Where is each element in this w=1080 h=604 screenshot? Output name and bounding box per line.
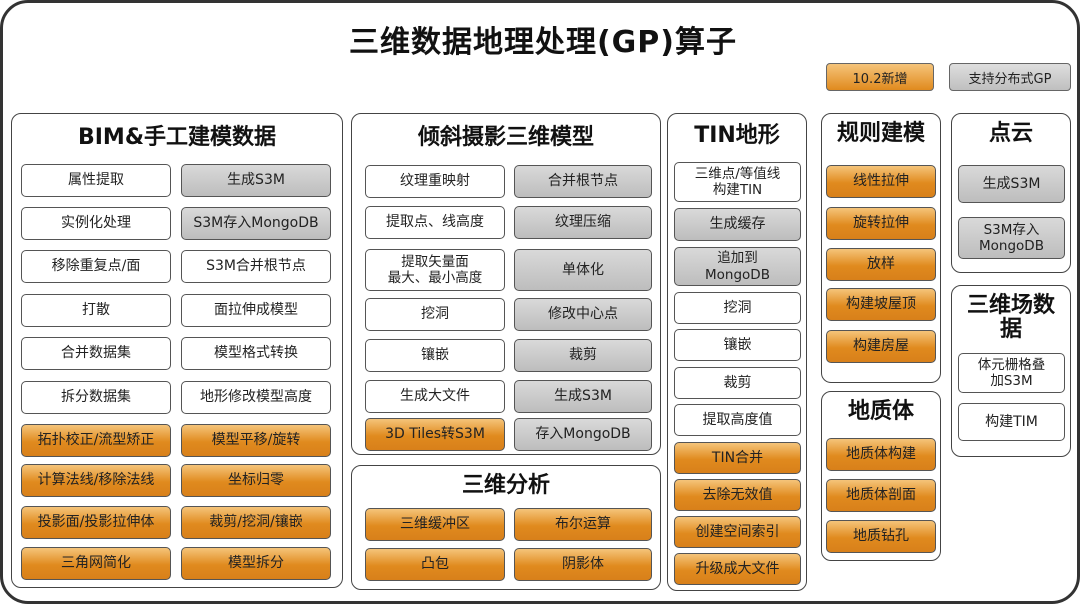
op-tin-merge[interactable]: TIN合并	[674, 442, 801, 474]
op-generate-s3m[interactable]: 生成S3M	[181, 164, 331, 197]
op-format-convert[interactable]: 模型格式转换	[181, 337, 331, 370]
op-build-tin[interactable]: 三维点/等值线 构建TIN	[674, 162, 801, 202]
op-geobody-build[interactable]: 地质体构建	[826, 438, 936, 471]
op-cloud-generate-s3m[interactable]: 生成S3M	[958, 165, 1065, 203]
op-create-spatial-index[interactable]: 创建空间索引	[674, 516, 801, 548]
op-modify-center[interactable]: 修改中心点	[514, 298, 652, 331]
op-geo-drill[interactable]: 地质钻孔	[826, 520, 936, 553]
op-build-tim[interactable]: 构建TIM	[958, 403, 1065, 441]
op-append-mongodb[interactable]: 追加到 MongoDB	[674, 247, 801, 286]
op-model-translate-rotate[interactable]: 模型平移/旋转	[181, 424, 331, 457]
op-linear-extrude[interactable]: 线性拉伸	[826, 165, 936, 198]
op-s3m-to-mongodb[interactable]: S3M存入MongoDB	[181, 207, 331, 240]
op-shadow-volume[interactable]: 阴影体	[514, 548, 652, 581]
op-oblique-dig-hole[interactable]: 挖洞	[365, 298, 505, 331]
op-s3m-merge-root[interactable]: S3M合并根节点	[181, 250, 331, 283]
op-remove-duplicate[interactable]: 移除重复点/面	[21, 250, 171, 283]
legend-distributed-gp: 支持分布式GP	[949, 63, 1071, 91]
op-convex-hull[interactable]: 凸包	[365, 548, 505, 581]
op-extract-height-value[interactable]: 提取高度值	[674, 404, 801, 436]
op-texture-remap[interactable]: 纹理重映射	[365, 165, 505, 198]
op-model-split[interactable]: 模型拆分	[181, 547, 331, 580]
op-texture-compress[interactable]: 纹理压缩	[514, 206, 652, 239]
panel-tin-title: TIN地形	[694, 123, 780, 148]
op-remove-invalid[interactable]: 去除无效值	[674, 479, 801, 511]
op-extract-point-line-height[interactable]: 提取点、线高度	[365, 206, 505, 239]
op-attribute-extract[interactable]: 属性提取	[21, 164, 171, 197]
op-boolean[interactable]: 布尔运算	[514, 508, 652, 541]
panel-geology-title: 地质体	[847, 399, 914, 424]
panel-cloud-title: 点云	[988, 121, 1033, 146]
op-loft[interactable]: 放样	[826, 248, 936, 281]
op-coordinate-zero[interactable]: 坐标归零	[181, 464, 331, 497]
legend-new-feature: 10.2新增	[826, 63, 934, 91]
op-projection-extrude[interactable]: 投影面/投影拉伸体	[21, 506, 171, 539]
op-clip-hole-inlay[interactable]: 裁剪/挖洞/镶嵌	[181, 506, 331, 539]
op-extrude-to-model[interactable]: 面拉伸成模型	[181, 294, 331, 327]
op-3dtiles-to-s3m[interactable]: 3D Tiles转S3M	[365, 418, 505, 451]
op-store-mongodb[interactable]: 存入MongoDB	[514, 418, 652, 451]
panel-rule-title: 规则建模	[836, 121, 925, 146]
op-explode[interactable]: 打散	[21, 294, 171, 327]
op-tin-dig-hole[interactable]: 挖洞	[674, 292, 801, 324]
op-build-slope-roof[interactable]: 构建坡屋顶	[826, 288, 936, 321]
op-upgrade-large-file[interactable]: 升级成大文件	[674, 553, 801, 585]
op-merge-dataset[interactable]: 合并数据集	[21, 337, 171, 370]
panel-oblique-title: 倾斜摄影三维模型	[417, 125, 594, 150]
op-monomer[interactable]: 单体化	[514, 249, 652, 291]
op-cloud-s3m-mongodb[interactable]: S3M存入 MongoDB	[958, 217, 1065, 259]
op-3d-buffer[interactable]: 三维缓冲区	[365, 508, 505, 541]
op-tin-clip[interactable]: 裁剪	[674, 367, 801, 399]
op-oblique-inlay[interactable]: 镶嵌	[365, 339, 505, 372]
op-tin-simplify[interactable]: 三角网简化	[21, 547, 171, 580]
op-normals[interactable]: 计算法线/移除法线	[21, 464, 171, 497]
op-split-dataset[interactable]: 拆分数据集	[21, 381, 171, 414]
op-terrain-model-height[interactable]: 地形修改模型高度	[181, 381, 331, 414]
op-merge-root-node[interactable]: 合并根节点	[514, 165, 652, 198]
op-oblique-generate-s3m[interactable]: 生成S3M	[514, 380, 652, 413]
op-topology-fix[interactable]: 拓扑校正/流型矫正	[21, 424, 171, 457]
op-oblique-clip[interactable]: 裁剪	[514, 339, 652, 372]
page-title: 三维数据地理处理(GP)算子	[348, 25, 738, 60]
op-geobody-section[interactable]: 地质体剖面	[826, 479, 936, 512]
op-voxel-grid-s3m[interactable]: 体元栅格叠 加S3M	[958, 353, 1065, 393]
op-instancing[interactable]: 实例化处理	[21, 207, 171, 240]
panel-field-title: 三维场数 据	[966, 293, 1055, 343]
panel-bim-title: BIM&手工建模数据	[77, 125, 277, 150]
op-tin-inlay[interactable]: 镶嵌	[674, 329, 801, 361]
op-rotate-extrude[interactable]: 旋转拉伸	[826, 207, 936, 240]
op-generate-large-file[interactable]: 生成大文件	[365, 380, 505, 413]
op-build-house[interactable]: 构建房屋	[826, 330, 936, 363]
op-generate-cache[interactable]: 生成缓存	[674, 208, 801, 241]
panel-analysis-title: 三维分析	[461, 473, 550, 498]
op-extract-vector-height[interactable]: 提取矢量面 最大、最小高度	[365, 249, 505, 291]
